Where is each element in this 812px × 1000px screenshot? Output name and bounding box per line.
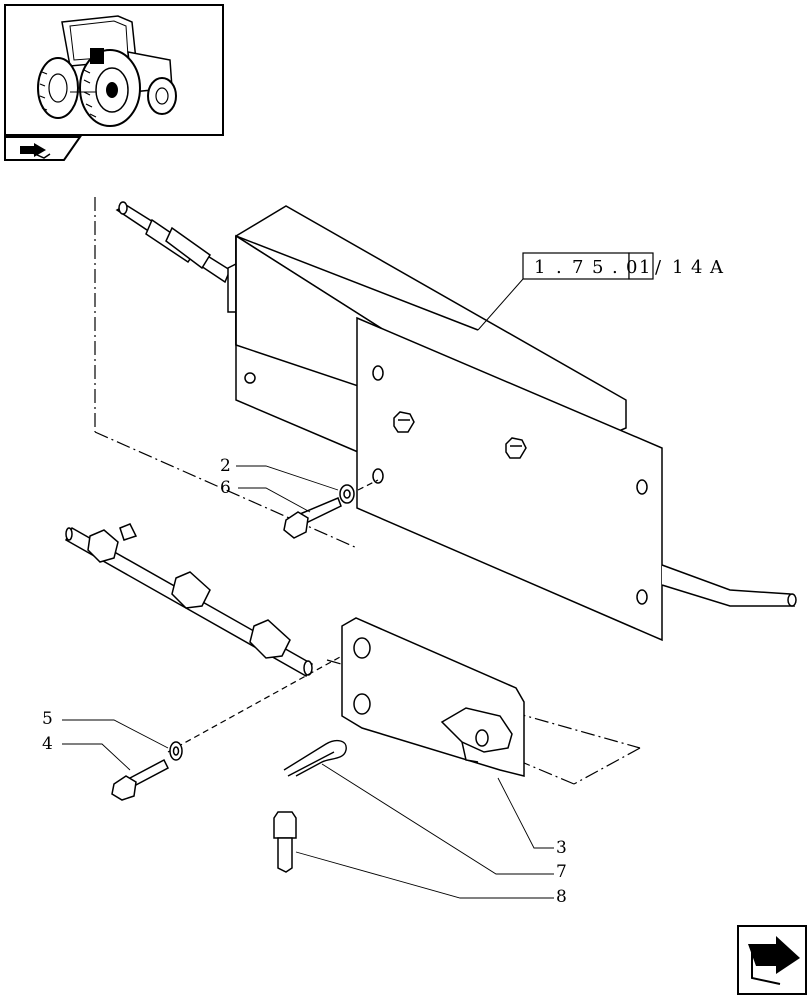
callout-leaders xyxy=(62,465,554,899)
reference-digit: 5 xyxy=(592,257,603,278)
callout-7: 7 xyxy=(556,862,567,882)
bolt-4 xyxy=(111,758,169,801)
callout-8: 8 xyxy=(556,887,567,907)
reference-digit: 1 xyxy=(534,257,545,278)
clip-7 xyxy=(283,739,347,777)
reference-suffix: 1 xyxy=(672,257,683,278)
reference-digit: . xyxy=(612,257,618,278)
reference-digit: 7 xyxy=(572,257,583,278)
control-shaft xyxy=(115,201,231,284)
callout-5: 5 xyxy=(42,709,53,729)
next-page-arrow-icon[interactable] xyxy=(737,925,807,995)
callout-4: 4 xyxy=(42,734,53,754)
reference-suffix: 4 xyxy=(691,257,702,278)
reference-suffix: A xyxy=(709,257,724,278)
bolt-8 xyxy=(273,811,297,873)
reference-digit: . xyxy=(556,257,562,278)
reference-digit: 0 xyxy=(626,257,637,278)
reference-label[interactable]: 1 . 7 5 . 0 1 / 1 4 A xyxy=(477,252,724,331)
section-arrow-icon[interactable] xyxy=(4,136,82,161)
callout-2: 2 xyxy=(220,456,231,476)
linkage-rod xyxy=(65,523,313,678)
tractor-thumbnail-icon xyxy=(4,4,224,136)
reference-digit: 1 xyxy=(639,257,650,278)
bracket-3 xyxy=(341,617,525,777)
washer-2 xyxy=(339,484,355,504)
reference-slash: / xyxy=(655,257,662,278)
callout-3: 3 xyxy=(556,838,567,858)
control-cable xyxy=(661,564,797,607)
callout-6: 6 xyxy=(220,478,231,498)
bolt-6 xyxy=(283,497,342,539)
washer-5 xyxy=(169,741,183,761)
mounting-plate xyxy=(356,316,663,642)
